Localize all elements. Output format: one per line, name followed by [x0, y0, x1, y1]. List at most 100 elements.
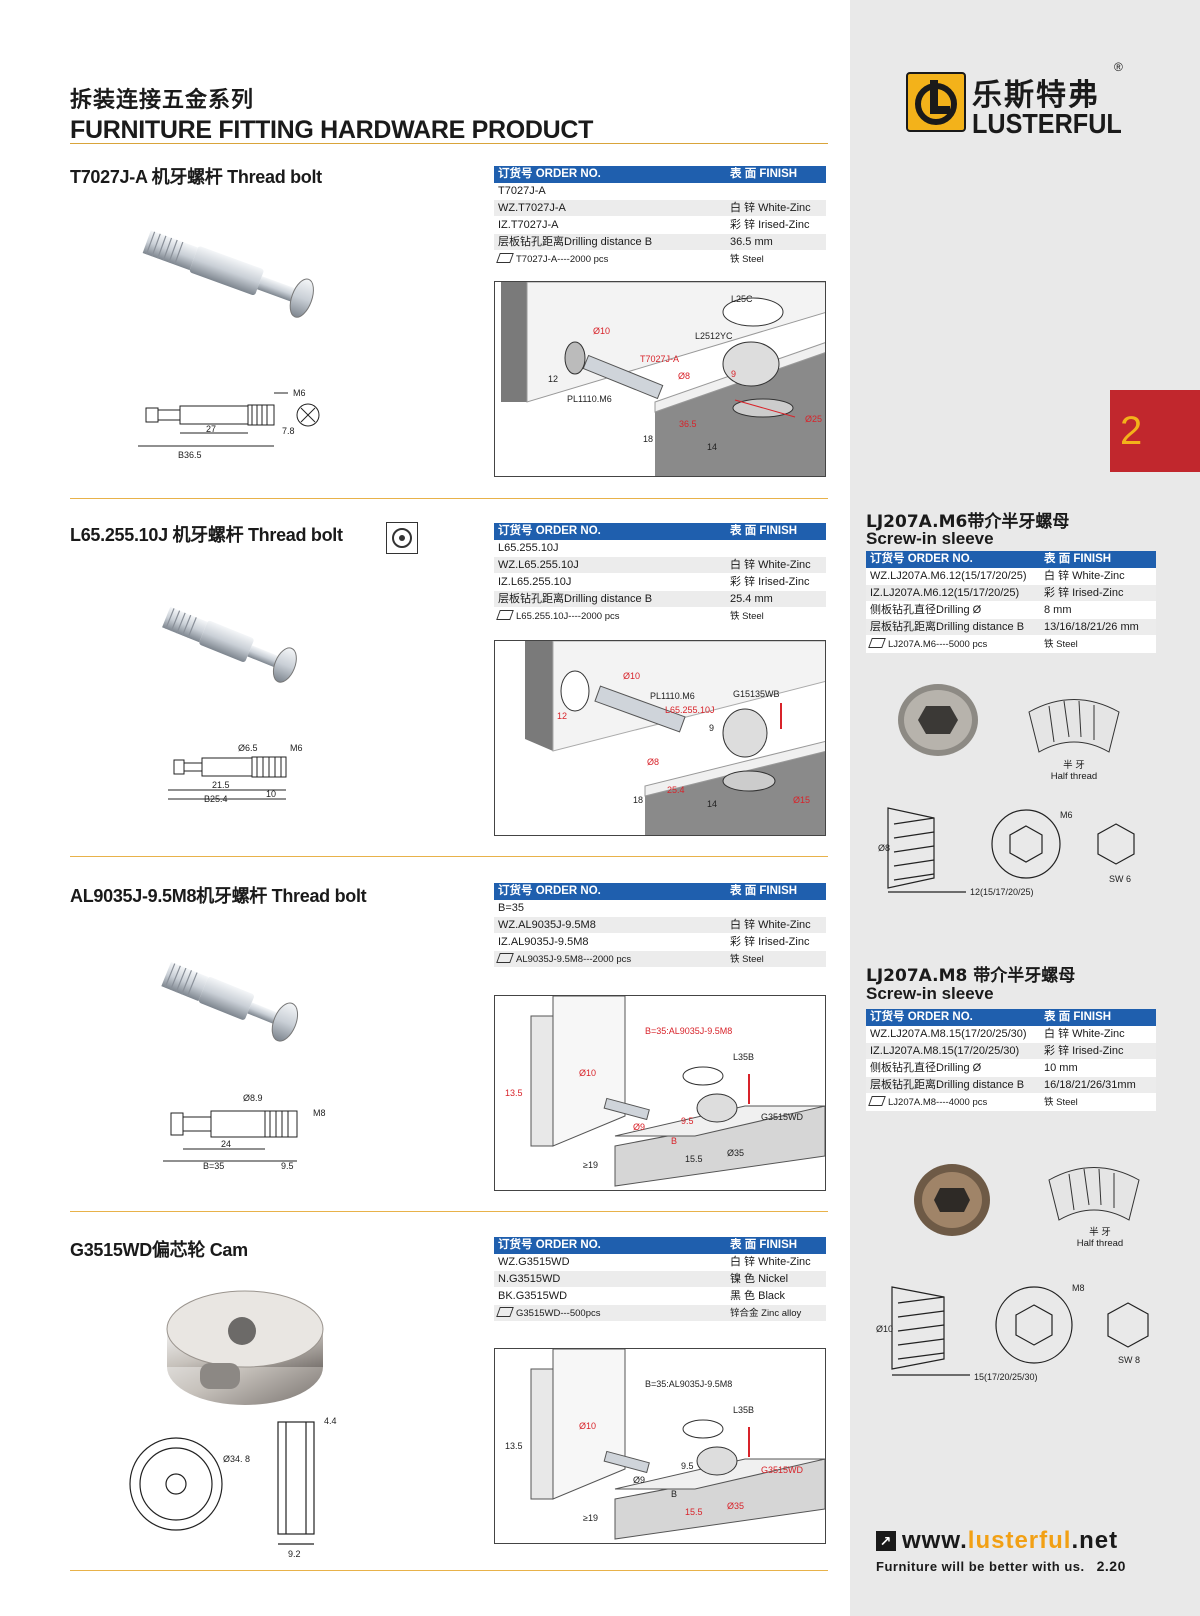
label-h: 13.5	[505, 1441, 523, 1451]
dim-thread: M6	[290, 743, 303, 753]
label-d35: Ø35	[727, 1501, 744, 1511]
label-d9: Ø9	[633, 1475, 645, 1485]
install-diagram: B=35:AL9035J-9.5M8 L35B G3515WD Ø10 13.5…	[494, 995, 826, 1191]
install-diagram: B=35:AL9035J-9.5M8 L35B G3515WD Ø10 13.5…	[494, 1348, 826, 1544]
label-h12: 12	[557, 711, 567, 721]
table-header: 订货号 ORDER NO.表 面 FINISH	[866, 551, 1156, 568]
label-cam: G3515WD	[761, 1112, 804, 1122]
label-cap: L35B	[733, 1405, 754, 1415]
label-b: B	[671, 1136, 677, 1146]
label-n95: 9.5	[681, 1116, 694, 1126]
label-b: B	[671, 1489, 677, 1499]
dim-thread: M8	[1072, 1283, 1085, 1293]
table-row: IZ.LJ207A.M6.12(15/17/20/25)彩 锌 Irised-Z…	[866, 585, 1156, 602]
table-row: WZ.LJ207A.M8.15(17/20/25/30)白 锌 White-Zi…	[866, 1026, 1156, 1043]
section-divider	[70, 856, 828, 857]
sleeve-drawing: Ø8 M6 12(15/17/20/25) SW 6	[876, 804, 1156, 905]
label-dowel: PL1110.M6	[567, 394, 612, 404]
label-d155: 15.5	[685, 1507, 703, 1517]
cam-photo	[160, 1285, 330, 1415]
bolt-drawing: Ø8.9 M8 24 B=35 9.5	[163, 1093, 343, 1178]
label-bolt: B=35:AL9035J-9.5M8	[645, 1026, 732, 1036]
label-d25: Ø25	[805, 414, 822, 424]
logo-name-en: LUSTERFUL	[972, 108, 1122, 139]
label-d10: Ø10	[623, 671, 640, 681]
dim-tip: 9.5	[281, 1161, 294, 1171]
sleeve-drawing: Ø10 M8 15(17/20/25/30) SW 8	[874, 1283, 1164, 1388]
label-d155: 15.5	[685, 1154, 703, 1164]
table-header: 订货号 ORDER NO.表 面 FINISH	[494, 523, 826, 540]
label-d35: Ø35	[727, 1148, 744, 1158]
table-header: 订货号 ORDER NO.表 面 FINISH	[494, 166, 826, 183]
label-d9: Ø9	[633, 1122, 645, 1132]
install-diagram: Ø10 PL1110.M6 G15135WB L65.255.10J 12 9 …	[494, 640, 826, 836]
table-header: 订货号 ORDER NO.表 面 FINISH	[866, 1009, 1156, 1026]
registered-mark: ®	[1114, 60, 1123, 74]
product-title: AL9035J-9.5M8机牙螺杆 Thread bolt	[70, 886, 367, 906]
brand-logo: 乐斯特弗 LUSTERFUL ®	[906, 60, 1123, 140]
dim-total: B25.4	[204, 794, 228, 804]
order-table: 订货号 ORDER NO.表 面 FINISH B=35 WZ.AL9035J-…	[494, 883, 826, 968]
cam-symbol-icon	[386, 522, 418, 554]
label-bolt: T7027J-A	[640, 354, 679, 364]
label-h: 13.5	[505, 1088, 523, 1098]
sleeve-order-table: 订货号 ORDER NO.表 面 FINISH WZ.LJ207A.M8.15(…	[866, 1009, 1156, 1111]
dim-sw: SW 6	[1109, 874, 1131, 884]
header-divider	[70, 143, 828, 144]
order-table: 订货号 ORDER NO.表 面 FINISH T7027J-A WZ.T702…	[494, 166, 826, 268]
dim-shank: 24	[221, 1139, 231, 1149]
half-thread-section	[1024, 692, 1124, 767]
dim-dia: Ø8	[878, 843, 890, 853]
dim-shank: 21.5	[212, 780, 230, 790]
half-thread-caption: 半 牙 Half thread	[1050, 760, 1098, 782]
label-n9: 9	[731, 369, 736, 379]
label-d8: Ø8	[647, 757, 659, 767]
label-t14: 14	[707, 799, 717, 809]
dim-shank: 27	[206, 424, 216, 434]
dim-width: 9.2	[288, 1549, 301, 1559]
sleeve-title-cn: LJ207A.M8 带介半牙螺母	[866, 966, 1076, 986]
dim-dia: Ø10	[876, 1324, 893, 1334]
header-title-cn: 拆装连接五金系列	[70, 88, 255, 113]
label-d8: Ø8	[678, 371, 690, 381]
dim-total: B=35	[203, 1161, 224, 1171]
page-number-tab: 2	[1110, 390, 1200, 472]
product-title: G3515WD偏芯轮 Cam	[70, 1240, 248, 1260]
catalog-version: 2.20	[1096, 1558, 1126, 1574]
header-title-en: FURNITURE FITTING HARDWARE PRODUCT	[70, 116, 594, 144]
dim-length: 15(17/20/25/30)	[974, 1372, 1038, 1382]
label-b: 36.5	[679, 419, 697, 429]
install-diagram: L25C L2512YC T7027J-A PL1110.M6 Ø10 Ø8 Ø…	[494, 281, 826, 477]
product-title: T7027J-A 机牙螺杆 Thread bolt	[70, 167, 322, 187]
label-n95: 9.5	[681, 1461, 694, 1471]
dim-length: 12(15/17/20/25)	[970, 887, 1034, 897]
label-d10: Ø10	[579, 1068, 596, 1078]
website[interactable]: ↗www.lusterful.net	[876, 1527, 1118, 1555]
dim-sw: SW 8	[1118, 1355, 1140, 1365]
table-header: 订货号 ORDER NO.表 面 FINISH	[494, 1237, 826, 1254]
section-divider	[70, 1211, 828, 1212]
table-row: L65.255.10J	[494, 540, 826, 557]
slogan: Furniture will be better with us.2.20	[876, 1558, 1126, 1574]
logo-name-cn: 乐斯特弗	[972, 78, 1100, 113]
label-bolt: B=35:AL9035J-9.5M8	[645, 1379, 732, 1389]
section-divider	[70, 498, 828, 499]
dim-total: B36.5	[178, 450, 202, 460]
right-column	[850, 0, 1200, 1616]
label-cam: L2512YC	[695, 331, 733, 341]
